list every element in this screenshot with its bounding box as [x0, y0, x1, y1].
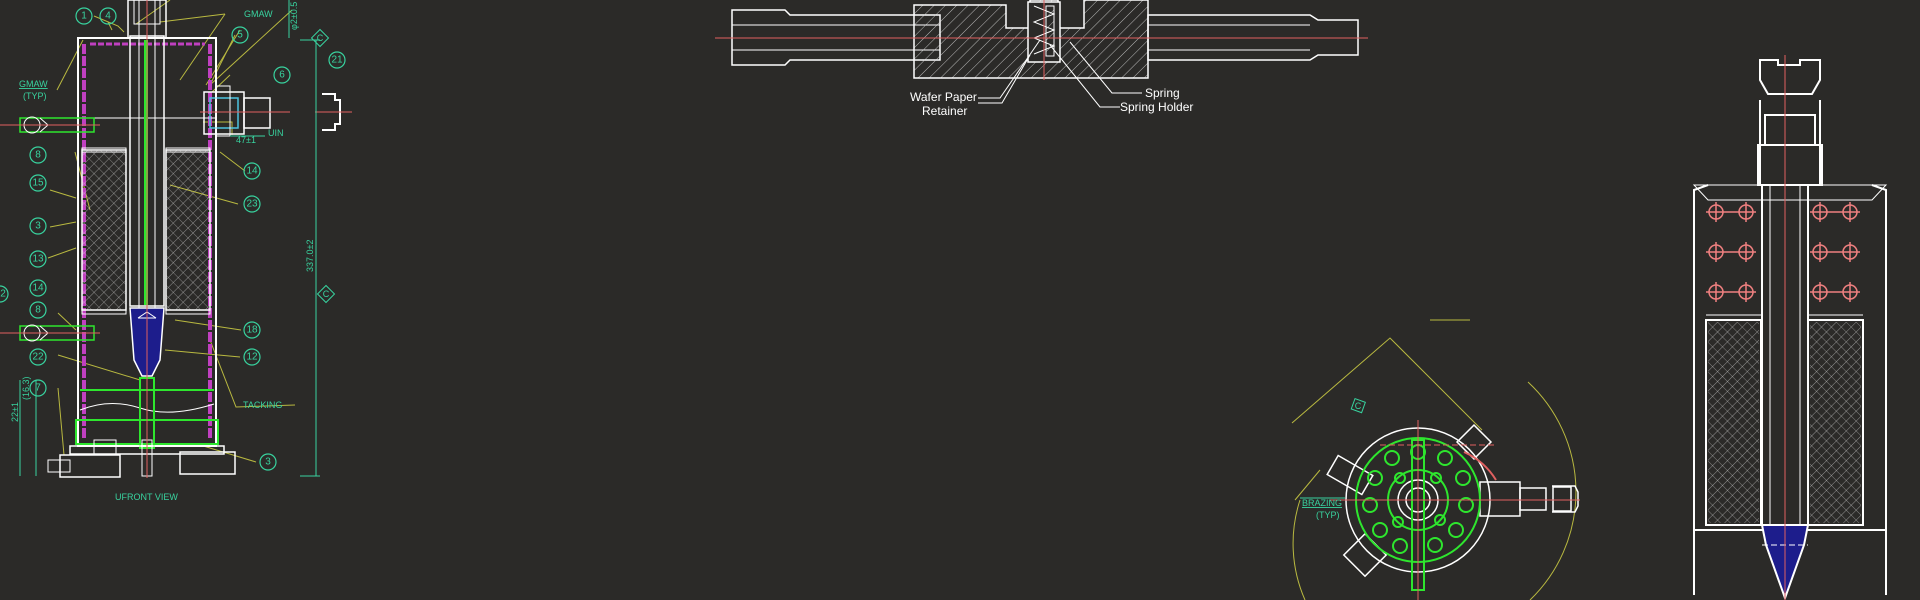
front-balloons — [0, 7, 346, 471]
dim-16: (16.3) — [21, 376, 31, 400]
spring-label: Spring — [1145, 86, 1180, 100]
gmaw-top-label: GMAW — [244, 9, 273, 19]
brazing-typ-label: (TYP) — [1316, 510, 1340, 520]
datum-c-mid: C — [323, 289, 330, 299]
dim-22: 22±1 — [10, 402, 20, 422]
tacking-label: TACKING — [243, 400, 282, 410]
side-targets — [1706, 202, 1860, 302]
side-elevation — [1692, 55, 1888, 600]
uin-label: UIN — [268, 128, 284, 138]
front-nozzles — [0, 85, 352, 342]
balloon-14-left: 14 — [32, 283, 44, 294]
front-view-title: UFRONT VIEW — [115, 492, 178, 502]
gmaw-typ-label: GMAW — [19, 79, 48, 89]
spring-holder-label: Spring Holder — [1120, 100, 1193, 114]
balloon-2: 2 — [0, 289, 6, 300]
balloon-8-top: 8 — [35, 150, 41, 161]
retainer-label: Retainer — [922, 104, 967, 118]
balloon-3-left: 3 — [35, 221, 41, 232]
balloon-1: 1 — [81, 11, 87, 22]
typ-label: (TYP) — [23, 91, 47, 101]
front-balloon-numbers: 1 4 5 6 21 8 15 3 13 14 8 22 7 14 23 18 … — [0, 11, 343, 468]
section-view: Wafer Paper Retainer Spring Spring Holde… — [715, 0, 1368, 118]
balloon-5: 5 — [237, 30, 243, 41]
front-datum-c: C C — [310, 28, 336, 304]
balloon-3-bottom: 3 — [265, 457, 271, 468]
balloon-21: 21 — [331, 55, 343, 66]
dim-337: 337.0±2 — [305, 240, 315, 272]
balloon-6: 6 — [279, 70, 285, 81]
balloon-22: 22 — [32, 352, 44, 363]
datum-c-top: C — [317, 33, 324, 43]
section-leaders — [978, 39, 1142, 108]
balloon-7: 7 — [35, 383, 41, 394]
front-vessel-body — [47, 0, 236, 478]
datum-c-top-view: C — [1355, 401, 1362, 411]
top-view: BRAZING (TYP) C — [1291, 319, 1580, 600]
dim-phi: φ2±0.5 — [289, 2, 299, 30]
balloon-12: 12 — [246, 352, 258, 363]
balloon-4: 4 — [105, 11, 111, 22]
wafer-paper-label: Wafer Paper — [910, 90, 977, 104]
balloon-18: 18 — [246, 325, 258, 336]
balloon-13: 13 — [32, 254, 44, 265]
front-view: 1 4 5 6 21 8 15 3 13 14 8 22 7 14 23 18 … — [0, 0, 352, 502]
balloon-15: 15 — [32, 178, 44, 189]
balloon-14-right: 14 — [246, 166, 258, 177]
dim-47: 47±1 — [236, 135, 256, 145]
brazing-label: BRAZING — [1302, 498, 1342, 508]
balloon-23: 23 — [246, 199, 258, 210]
balloon-8-bottom: 8 — [35, 305, 41, 316]
